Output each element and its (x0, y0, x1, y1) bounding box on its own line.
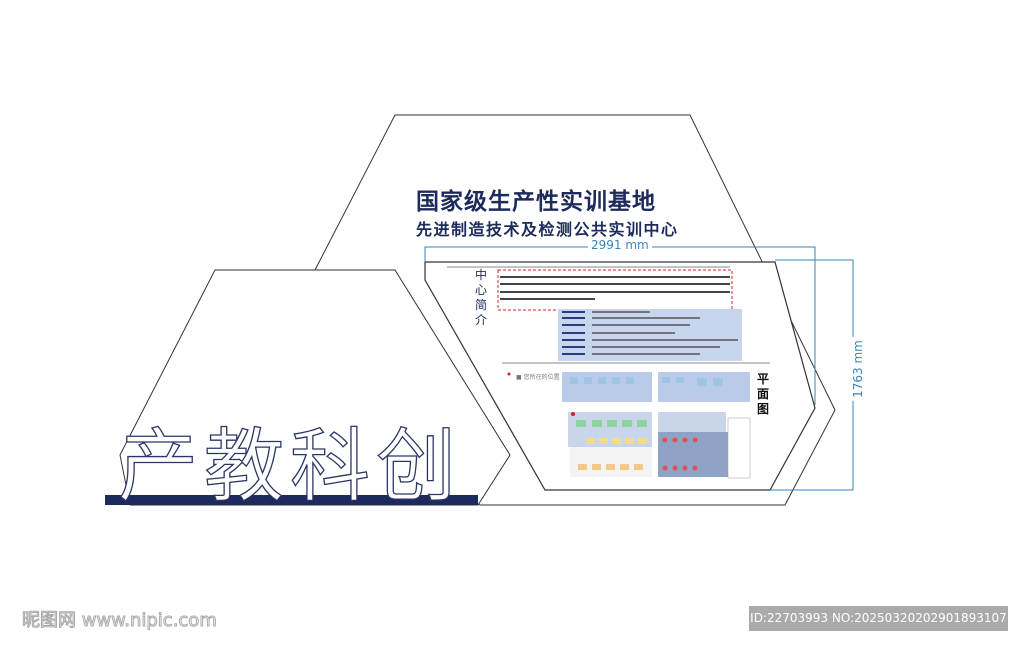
width-dimension-label: 2991 mm (588, 238, 652, 252)
height-dimension-label: 1763 mm (850, 337, 865, 401)
page-title: 国家级生产性实训基地 (416, 189, 656, 215)
location-legend: ■ 您所在的位置 (516, 374, 560, 381)
slogan-text: 产教科创 (117, 419, 462, 513)
floorplan-label: 平面图 (757, 372, 770, 416)
watermark-site: 昵图网 www.nipic.com (22, 610, 218, 632)
intro-label: 中心简介 (475, 268, 488, 327)
page-subtitle: 先进制造技术及检测公共实训中心 (416, 220, 679, 239)
floor-plan (507, 372, 751, 479)
watermark-id-badge: ID:22703993 NO:20250320202901893107 (749, 606, 1008, 631)
intro-text-block (447, 266, 770, 364)
base-bar (105, 495, 478, 505)
